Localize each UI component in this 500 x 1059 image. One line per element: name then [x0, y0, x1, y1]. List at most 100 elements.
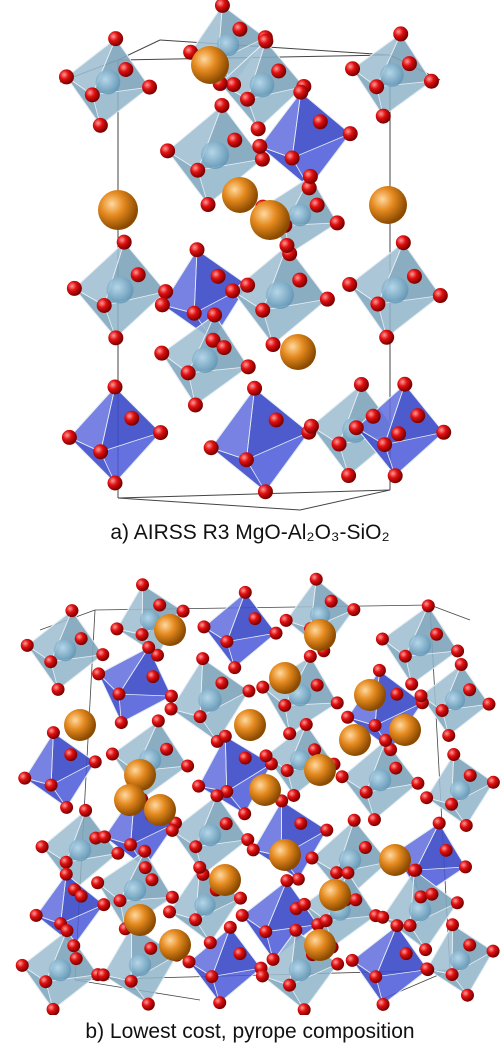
oxygen-atom: [112, 687, 126, 701]
polyhedron-face: [285, 577, 317, 630]
oxygen-atom: [289, 923, 303, 937]
oxygen-atom: [154, 345, 170, 361]
oxygen-atom: [96, 297, 112, 313]
large-cation-sphere: [222, 177, 258, 213]
oxygen-atom: [240, 277, 256, 293]
mg-cation: [53, 638, 77, 662]
polyhedron-face: [116, 583, 143, 636]
oxygen-atom: [238, 751, 252, 765]
oxygen-atom: [435, 704, 449, 718]
oxygen-atom: [294, 816, 308, 830]
alsi-octahedron: [161, 248, 249, 342]
oxygen-atom: [142, 640, 156, 654]
caption-a: a) AIRSS R3 MgO-Al₂O₃-SiO₂: [110, 521, 390, 544]
polyhedron-face: [24, 731, 54, 786]
polyhedron-face: [65, 37, 117, 96]
mg-cation: [192, 347, 218, 373]
oxygen-atom: [91, 876, 105, 890]
large-cation-sphere: [354, 679, 386, 711]
oxygen-atom: [335, 770, 349, 784]
large-cation-sphere: [304, 619, 336, 651]
oxygen-atom: [138, 861, 152, 875]
oxygen-atom: [330, 696, 344, 710]
alsi-octahedron: [210, 386, 310, 493]
oxygen-atom: [297, 1003, 311, 1015]
oxygen-atom: [88, 755, 102, 769]
oxygen-atom: [205, 970, 219, 984]
oxygen-atom: [238, 585, 252, 599]
oxygen-atom: [414, 689, 428, 703]
oxygen-atom: [116, 234, 132, 250]
oxygen-atom: [423, 73, 439, 89]
oxygen-atom: [451, 644, 465, 658]
oxygen-atom: [390, 687, 404, 701]
oxygen-atom: [425, 887, 439, 901]
atoms-layer: [58, 0, 452, 500]
oxygen-atom: [228, 661, 242, 675]
oxygen-atom: [390, 919, 404, 933]
large-cation-sphere: [98, 190, 138, 230]
oxygen-atom: [214, 0, 230, 13]
oxygen-atom: [79, 803, 93, 817]
oxygen-atom: [92, 667, 106, 681]
oxygen-atom: [432, 288, 448, 304]
oxygen-atom: [144, 941, 158, 955]
oxygen-atom: [397, 376, 413, 392]
oxygen-atom: [240, 359, 256, 375]
oxygen-atom: [279, 237, 295, 253]
oxygen-atom: [255, 969, 269, 983]
oxygen-atom: [292, 272, 308, 288]
oxygen-atom: [196, 652, 210, 666]
large-cation-sphere: [124, 904, 156, 936]
oxygen-atom: [74, 889, 88, 903]
oxygen-atom: [410, 408, 426, 424]
oxygen-atom: [353, 376, 369, 392]
alsi-octahedron: [97, 646, 173, 724]
polyhedron-face: [241, 879, 288, 933]
oxygen-atom: [324, 594, 338, 608]
oxygen-atom: [359, 785, 373, 799]
mg-octahedron: [351, 32, 433, 117]
oxygen-atom: [349, 893, 363, 907]
oxygen-atom: [182, 955, 196, 969]
mg-cation: [266, 281, 294, 309]
oxygen-atom: [187, 397, 203, 413]
oxygen-atom: [210, 268, 226, 284]
oxygen-atom: [482, 697, 496, 711]
mg-octahedron: [170, 657, 250, 743]
large-cation-sphere: [144, 794, 176, 826]
polyhedron-face: [252, 799, 283, 857]
polyhedron-face: [102, 924, 133, 982]
oxygen-atom: [341, 468, 357, 484]
oxygen-atom: [330, 866, 344, 880]
large-cation-sphere: [159, 929, 191, 961]
oxygen-atom: [219, 817, 233, 831]
large-cation-sphere: [154, 614, 186, 646]
mg-octahedron: [381, 604, 459, 685]
large-cation-sphere: [269, 662, 301, 694]
oxygen-atom: [66, 280, 82, 296]
oxygen-atom: [257, 484, 273, 500]
oxygen-atom: [240, 91, 256, 107]
oxygen-atom: [376, 910, 390, 924]
oxygen-atom: [105, 747, 119, 761]
oxygen-atom: [165, 823, 179, 837]
mg-octahedron: [65, 37, 151, 127]
polyhedron-face: [381, 604, 430, 657]
mg-cation: [288, 958, 312, 982]
oxygen-atom: [160, 143, 176, 159]
oxygen-atom: [193, 860, 207, 874]
cell-edge: [117, 497, 301, 511]
mg-cation: [95, 69, 121, 95]
oxygen-atom: [486, 775, 500, 789]
oxygen-atom: [59, 855, 73, 869]
mg-cation: [106, 276, 134, 304]
oxygen-atom: [118, 62, 134, 78]
oxygen-atom: [299, 718, 313, 732]
oxygen-atom: [203, 936, 217, 950]
large-cation-sphere: [191, 46, 229, 84]
oxygen-atom: [420, 791, 434, 805]
oxygen-atom: [124, 838, 138, 852]
mg-cation: [198, 688, 222, 712]
oxygen-atom: [387, 468, 403, 484]
